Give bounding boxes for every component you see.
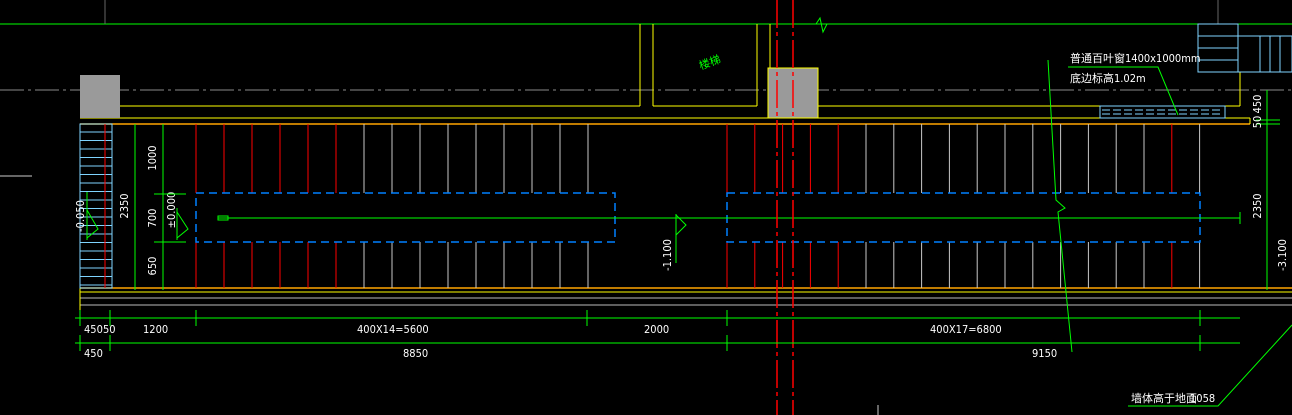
break-line — [1047, 59, 1073, 353]
bottom-dimensions: 450 50 1200 400X14=5600 2000 400X17=6800… — [75, 310, 1240, 360]
walking-line-start — [217, 215, 229, 221]
column-left — [80, 75, 120, 118]
dim-9150: 9150 — [1032, 347, 1057, 360]
level-text-left: -0.050 — [74, 200, 87, 232]
dim-right-top-b: 450 — [1251, 95, 1264, 114]
level-text-middle: -1.100 — [661, 239, 674, 271]
dim-450-b: 450 — [84, 347, 103, 360]
left-dimensions: 2350 1000 700 650 — [118, 124, 186, 290]
dim-left-bottom: 650 — [146, 257, 159, 276]
dim-50: 50 — [103, 323, 116, 336]
left-stair-flight — [79, 123, 113, 289]
louver-window — [1099, 105, 1226, 119]
lower-walls — [79, 124, 1292, 310]
wall-note: 墙体高于地面 — [1131, 391, 1197, 405]
level-marker-landing: ±0.000 — [165, 192, 189, 240]
window-top-right — [1197, 23, 1292, 73]
stair-label: 楼梯 — [697, 52, 722, 73]
dim-8850: 8850 — [403, 347, 428, 360]
dim-2000: 2000 — [644, 323, 669, 336]
dim-left-total: 2350 — [118, 193, 131, 218]
stair-treads — [195, 124, 1201, 288]
dim-left-top: 1000 — [146, 145, 159, 170]
dim-right-top-a: 50 — [1251, 116, 1264, 129]
dim-right-total: 2350 — [1251, 193, 1264, 218]
dim-left-mid: 700 — [146, 209, 159, 228]
level-marker-middle: -1.100 — [661, 214, 687, 271]
dim-1200: 1200 — [143, 323, 168, 336]
level-text-landing: ±0.000 — [165, 192, 178, 229]
right-dimensions: 450 50 2350 — [1251, 90, 1280, 290]
dim-flight-1: 400X14=5600 — [357, 323, 429, 336]
break-symbol — [815, 16, 828, 34]
window-sill-label: 底边标高1.02m — [1070, 71, 1146, 85]
wall-note-value: 1058 — [1190, 392, 1215, 405]
level-text-right: -3.100 — [1276, 239, 1289, 271]
dim-450: 450 — [84, 323, 103, 336]
window-leader — [1068, 66, 1179, 116]
wall-note-leader — [1128, 324, 1292, 407]
level-marker-left: -0.050 — [74, 192, 99, 240]
window-label: 普通百叶窗1400x1000mm — [1070, 51, 1201, 65]
dim-flight-2: 400X17=6800 — [930, 323, 1002, 336]
